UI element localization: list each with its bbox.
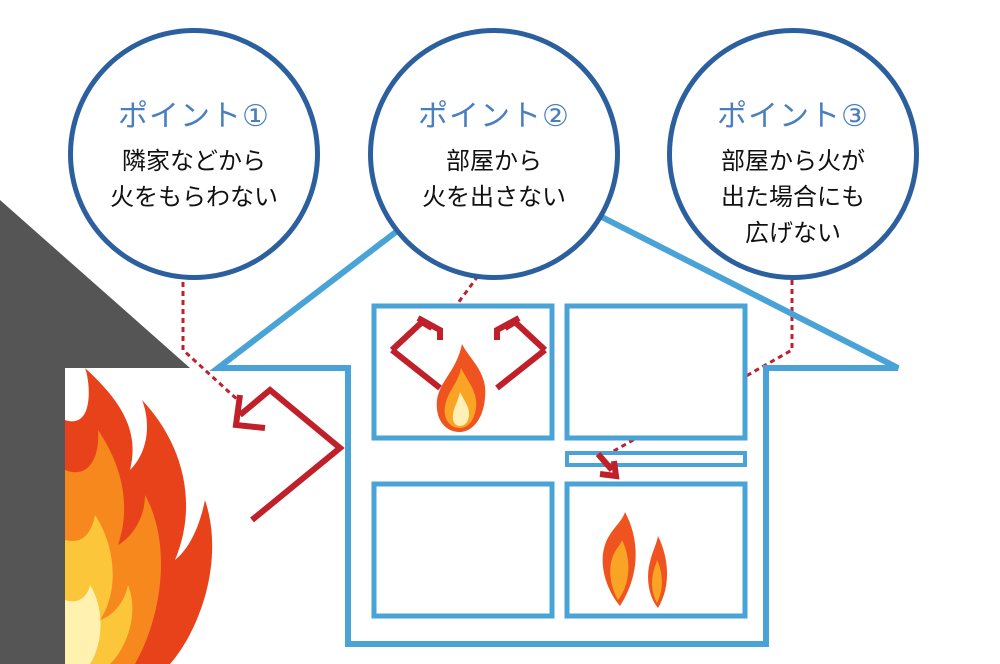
room-flame-top (436, 344, 486, 432)
point-circle-3: ポイント③ 部屋から火が 出た場合にも 広げない (667, 28, 919, 280)
point-circle-1: ポイント① 隣家などから 火をもらわない (68, 28, 320, 280)
room-divider-strip (565, 451, 747, 467)
point-1-title: ポイント① (118, 99, 270, 134)
connector-point1 (181, 282, 242, 404)
room-bottom-left (371, 481, 555, 619)
flame-icon (65, 368, 213, 664)
room-top-right (564, 303, 748, 441)
point-3-line-1: 部屋から火が (721, 147, 865, 175)
point-3-line-2: 出た場合にも (721, 183, 865, 211)
point-2-title: ポイント② (418, 99, 570, 134)
point-3-line-3: 広げない (745, 219, 841, 247)
point-2-line-1: 部屋から (446, 147, 542, 175)
point-1-line-2: 火をもらわない (110, 183, 278, 211)
point-3-title: ポイント③ (717, 99, 869, 134)
room-flame-bottom (602, 512, 668, 608)
arrow-icon (232, 315, 620, 523)
neighbor-roof (0, 200, 190, 664)
point-1-line-1: 隣家などから (122, 147, 266, 175)
point-circle-2: ポイント② 部屋から 火を出さない (368, 28, 620, 280)
point-2-line-2: 火を出さない (422, 183, 566, 211)
